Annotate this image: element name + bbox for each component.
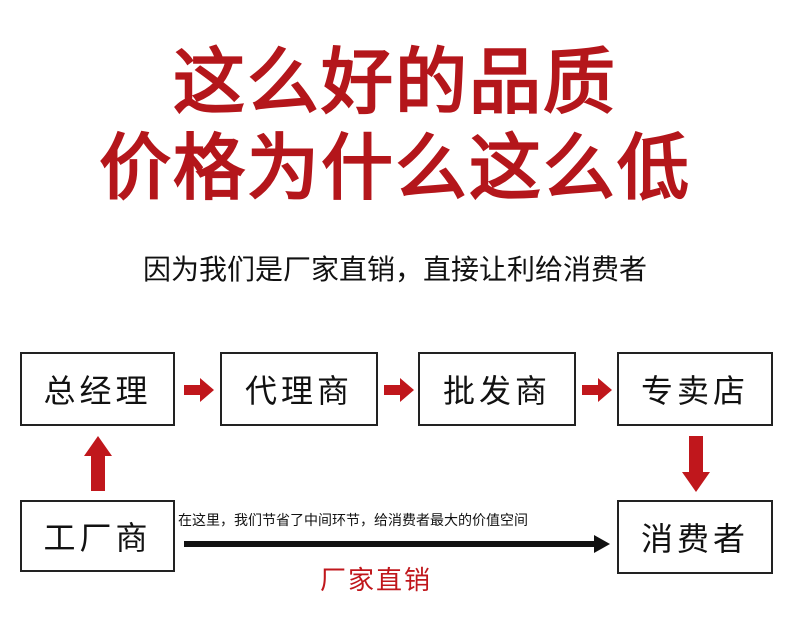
arrow-up-icon xyxy=(84,436,112,491)
box-agent: 代理商 xyxy=(220,352,378,426)
box-factory: 工厂商 xyxy=(20,500,175,572)
direct-arrow-head xyxy=(594,535,610,553)
arrow-right-icon xyxy=(582,378,612,402)
arrow-right-icon xyxy=(184,378,214,402)
subtitle: 因为我们是厂家直销，直接让利给消费者 xyxy=(142,253,647,286)
direct-sales-note: 在这里，我们节省了中间环节，给消费者最大的价值空间 xyxy=(178,513,528,529)
box-wholesaler: 批发商 xyxy=(418,352,576,426)
arrow-right-icon xyxy=(384,378,414,402)
box-general-manager: 总经理 xyxy=(20,352,175,426)
direct-arrow-shaft xyxy=(184,541,596,547)
box-store: 专卖店 xyxy=(617,352,773,426)
direct-sales-label: 厂家直销 xyxy=(319,566,432,596)
headline-line-2: 价格为什么这么低 xyxy=(98,126,691,210)
headline-line-1: 这么好的品质 xyxy=(172,40,617,124)
arrow-down-icon xyxy=(682,436,710,492)
box-consumer: 消费者 xyxy=(617,500,773,574)
